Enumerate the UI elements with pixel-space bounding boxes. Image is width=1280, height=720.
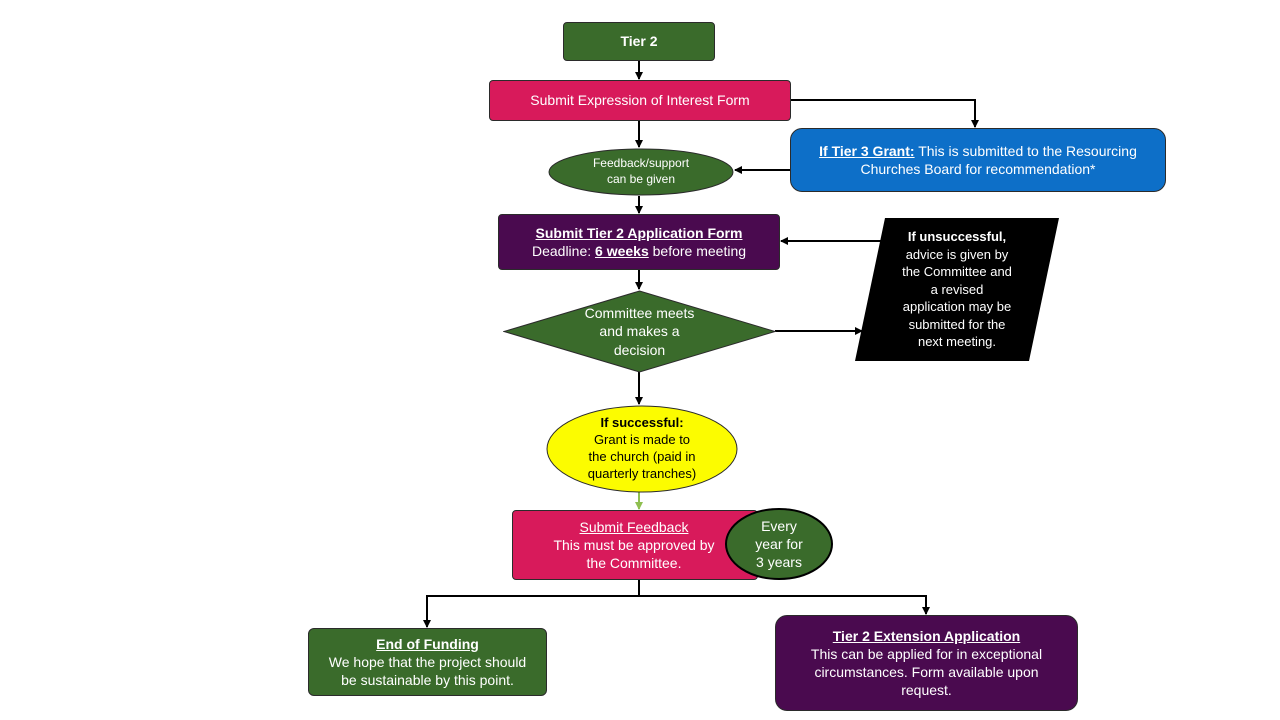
committee-line1: Committee meets — [584, 305, 695, 322]
submit-feedback-node: Submit Feedback This must be approved by… — [512, 510, 758, 580]
successful-line: quarterly tranches) — [587, 465, 697, 481]
end-of-funding-title: End of Funding — [376, 635, 479, 652]
extension-application-node: Tier 2 Extension Application This can be… — [775, 615, 1078, 711]
edge-submit-feedback-to-end-funding — [423, 595, 639, 628]
edge-eoi-to-tier3 — [790, 99, 979, 128]
unsuccessful-line: next meeting. — [917, 334, 997, 350]
unsuccessful-line: a revised — [930, 281, 984, 297]
unsuccessful-line: advice is given by — [905, 246, 1009, 262]
unsuccessful-line: submitted for the — [908, 316, 1006, 332]
tier3-grant-text: If Tier 3 Grant: This is submitted to th… — [801, 142, 1155, 178]
end-of-funding-line1: We hope that the project should — [328, 653, 527, 670]
committee-decision-node: Committee meets and makes a decision — [503, 290, 776, 373]
unsuccessful-line: application may be — [902, 299, 1012, 315]
unsuccessful-node: If unsuccessful, advice is given by the … — [855, 218, 1059, 361]
end-of-funding-line2: be sustainable by this point. — [341, 672, 514, 689]
feedback-support-line2: can be given — [606, 172, 676, 186]
tier2-node: Tier 2 — [563, 22, 715, 61]
committee-decision-shape — [503, 290, 776, 373]
submit-feedback-line2: the Committee. — [586, 555, 682, 572]
successful-shape — [546, 405, 738, 493]
committee-line2: and makes a — [599, 323, 680, 340]
application-form-title: Submit Tier 2 Application Form — [535, 224, 743, 241]
expression-of-interest-node: Submit Expression of Interest Form — [489, 80, 791, 121]
end-of-funding-node: End of Funding We hope that the project … — [308, 628, 547, 696]
every-year-line2: year for — [755, 535, 803, 552]
application-form-node: Submit Tier 2 Application Form Deadline:… — [498, 214, 780, 270]
every-year-shape — [725, 508, 833, 580]
every-year-line3: 3 years — [756, 554, 802, 571]
unsuccessful-line: the Committee and — [902, 264, 1012, 280]
successful-line: the church (paid in — [588, 449, 696, 464]
tier3-grant-node: If Tier 3 Grant: This is submitted to th… — [790, 128, 1166, 192]
feedback-support-shape — [548, 148, 734, 196]
submit-feedback-title: Submit Feedback — [579, 518, 689, 535]
deadline-suffix: before meeting — [648, 243, 747, 259]
deadline-value: 6 weeks — [595, 243, 649, 259]
successful-title: If successful: — [600, 415, 684, 431]
every-year-line1: Every — [761, 517, 797, 534]
extension-line1: This can be applied for in exceptional — [810, 645, 1043, 662]
tier2-label: Tier 2 — [620, 33, 658, 50]
submit-feedback-line1: This must be approved by — [553, 536, 715, 553]
deadline-prefix: Deadline: — [531, 243, 596, 259]
successful-node: If successful: Grant is made to the chur… — [546, 405, 738, 493]
committee-line3: decision — [613, 341, 666, 358]
edge-submit-feedback-to-extension — [639, 595, 930, 615]
unsuccessful-shape — [855, 218, 1059, 361]
extension-line3: request. — [901, 682, 952, 699]
application-deadline: Deadline: 6 weeks before meeting — [532, 242, 746, 260]
feedback-support-node: Feedback/support can be given — [548, 148, 734, 196]
unsuccessful-title: If unsuccessful, — [907, 229, 1007, 245]
expression-of-interest-label: Submit Expression of Interest Form — [530, 92, 750, 109]
successful-line: Grant is made to — [593, 432, 691, 448]
tier3-grant-description: This is submitted to the Resourcing Chur… — [860, 142, 1137, 177]
extension-line2: circumstances. Form available upon — [814, 664, 1039, 680]
feedback-support-line1: Feedback/support — [592, 156, 690, 171]
every-year-node: Every year for 3 years — [724, 507, 834, 581]
extension-title: Tier 2 Extension Application — [832, 627, 1021, 644]
tier3-grant-title: If Tier 3 Grant: — [819, 142, 915, 159]
